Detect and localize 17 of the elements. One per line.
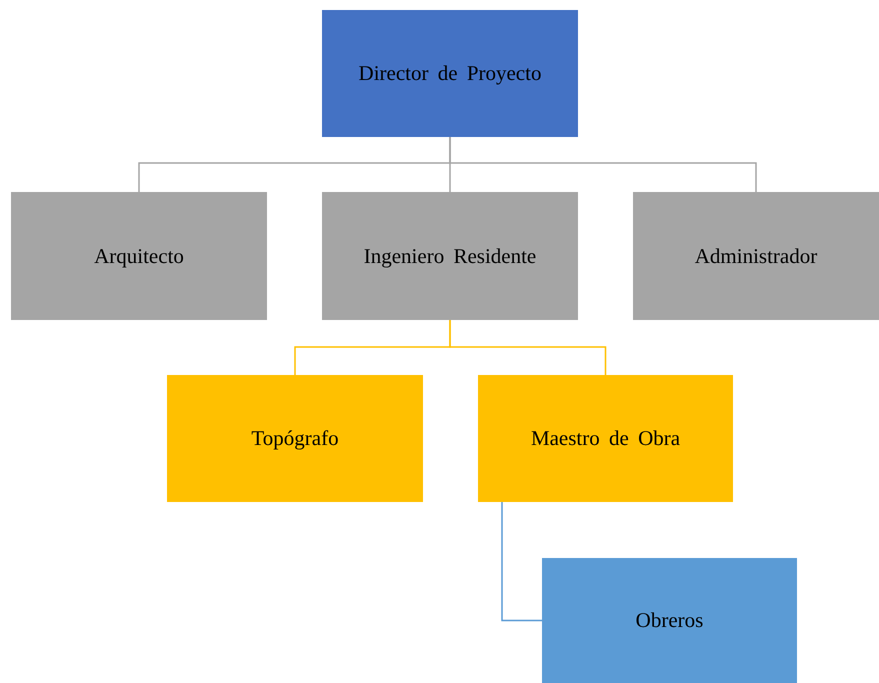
role-title: Administrador	[694, 244, 818, 268]
role-box	[542, 558, 797, 683]
role-title: Obreros	[636, 608, 704, 633]
role-title: Topógrafo	[251, 426, 339, 451]
role-box	[167, 375, 423, 502]
role-title: Arquitecto	[94, 244, 184, 268]
role-box	[478, 375, 733, 502]
role-title: Director de Proyecto	[358, 61, 542, 86]
role-box	[322, 192, 578, 320]
connector-line	[501, 502, 542, 622]
connector-line	[449, 320, 606, 375]
role-box	[633, 192, 879, 320]
role-box	[322, 10, 578, 137]
role-title: Maestro de Obra	[530, 426, 680, 451]
role-title: Ingeniero Residente	[364, 244, 536, 268]
role-box	[11, 192, 267, 320]
connector-line	[449, 137, 757, 192]
